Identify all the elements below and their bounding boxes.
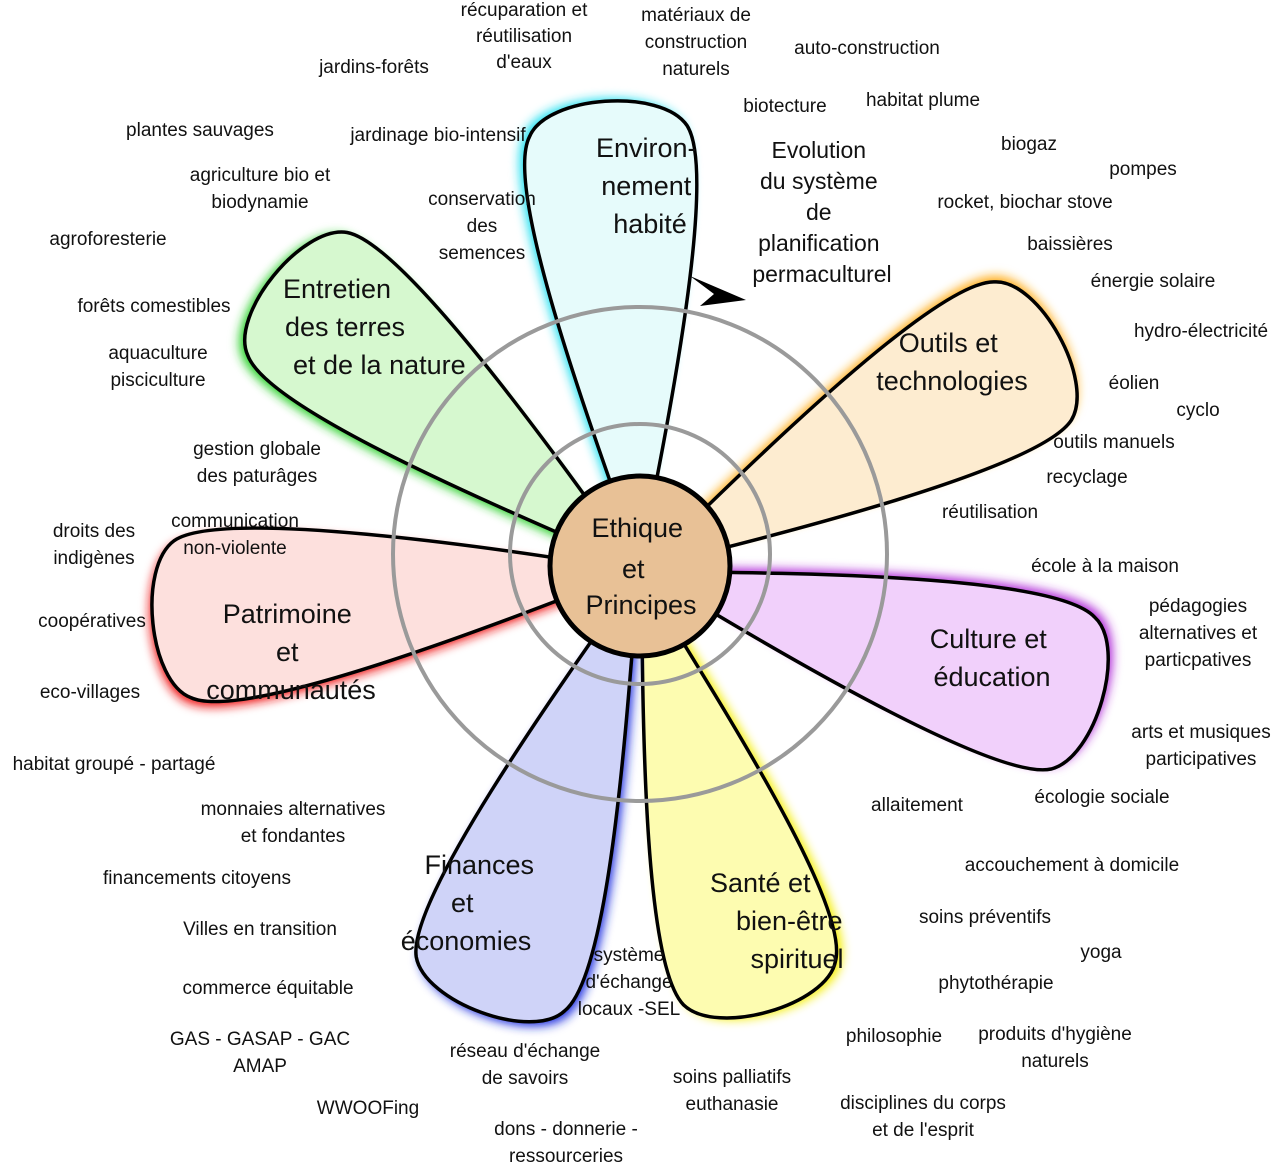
label-wwoofing: WWOOFing <box>317 1098 419 1119</box>
label-biogaz: biogaz <box>1001 134 1057 155</box>
label-plantes-sauvages: plantes sauvages <box>126 120 274 141</box>
label-ecologie-sociale: écologie sociale <box>1034 787 1169 808</box>
label-eolien: éolien <box>1109 373 1160 394</box>
label-habitat-groupe: habitat groupé - partagé <box>13 754 216 775</box>
label-rocket-biochar: rocket, biochar stove <box>937 192 1112 213</box>
label-commerce-equitable: commerce équitable <box>182 978 353 999</box>
petal-sante[interactable] <box>560 549 856 1038</box>
petal-environnement-shape <box>522 99 699 572</box>
label-eco-villages: eco-villages <box>40 682 140 703</box>
label-yoga: yoga <box>1080 942 1122 963</box>
petal-entretien-shape <box>243 230 642 571</box>
label-cyclo: cyclo <box>1176 400 1219 421</box>
center-circle[interactable] <box>547 473 733 659</box>
label-auto-construction: auto-construction <box>794 38 940 59</box>
label-agroforesterie: agroforesterie <box>49 229 166 250</box>
label-phytotherapie: phytothérapie <box>938 973 1053 994</box>
evolution-arrow-icon <box>690 276 746 306</box>
center-title-line-1: Ethique <box>591 513 683 543</box>
label-pompes: pompes <box>1109 159 1177 180</box>
label-dons-donnerie: dons - donnerie -ressourceries <box>494 1119 638 1162</box>
label-ecole-maison: école à la maison <box>1031 556 1179 577</box>
label-forets-comestibles: forêts comestibles <box>77 296 230 317</box>
label-habitat-plume: habitat plume <box>866 90 980 111</box>
outer-evolution-ring <box>391 305 889 803</box>
petal-finances[interactable] <box>399 546 725 1046</box>
label-energie-solaire: énergie solaire <box>1091 271 1216 292</box>
label-hydro-electricite: hydro-électricité <box>1134 321 1268 342</box>
evolution-text: Evolution du système de planification pe… <box>752 137 891 287</box>
label-jardinage-bio-intensif: jardinage bio-intensif <box>349 125 526 146</box>
petal-title-finances: Finances et économies <box>401 850 542 956</box>
label-baissieres: baissières <box>1027 234 1113 255</box>
petal-entretien[interactable] <box>214 207 689 639</box>
petal-title-sante: Santé et bien-être spirituel <box>710 868 850 974</box>
petal-title-outils: Outils et technologies <box>876 328 1028 396</box>
label-villes-transition: Villes en transition <box>183 919 337 940</box>
petal-culture-shape <box>638 569 1110 772</box>
label-philosophie: philosophie <box>846 1026 942 1047</box>
petal-title-entretien: Entretien des terres et de la nature <box>283 274 466 380</box>
label-outils-manuels: outils manuels <box>1053 432 1174 453</box>
label-cooperatives: coopératives <box>38 611 146 632</box>
petal-culture[interactable] <box>622 483 1130 785</box>
label-accouchement-domicile: accouchement à domicile <box>965 855 1179 876</box>
label-allaitement: allaitement <box>871 795 964 816</box>
petal-title-patrimoine: Patrimoine et communautés <box>206 599 376 705</box>
center-title: Ethique et Principes <box>585 513 696 620</box>
label-soins-preventifs: soins préventifs <box>919 907 1051 928</box>
petal-title-culture: Culture et éducation <box>930 624 1055 692</box>
label-financements-citoyens: financements citoyens <box>103 868 291 889</box>
petal-outils-shape <box>638 280 1079 571</box>
center-title-line-3: Principes <box>585 590 696 620</box>
inner-evolution-ring <box>508 422 772 686</box>
petal-environnement[interactable] <box>515 92 724 572</box>
label-reutilisation: réutilisation <box>942 502 1038 523</box>
petal-title-environnement: Environ- nement habité <box>596 133 704 239</box>
label-jardins-forets: jardins-forêts <box>318 57 429 78</box>
petal-patrimoine-shape <box>150 526 642 704</box>
label-biotecture: biotecture <box>743 96 826 117</box>
petal-finances-shape <box>414 568 641 1024</box>
label-recyclage: recyclage <box>1046 467 1127 488</box>
center-title-line-2: et <box>622 554 645 584</box>
